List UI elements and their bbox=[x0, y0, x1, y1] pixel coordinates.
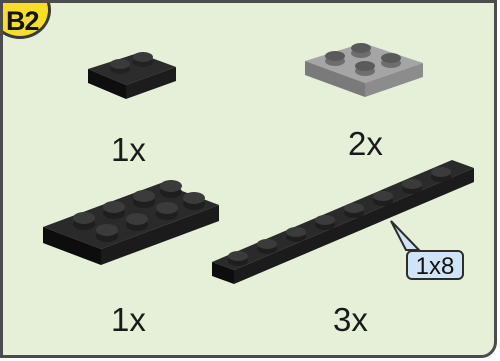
plate-2x2-gray-image bbox=[301, 31, 431, 106]
quantity-plate-1x2: 1x bbox=[111, 131, 146, 169]
plate-1x2-black-image bbox=[83, 43, 183, 103]
quantity-plate-1x8: 3x bbox=[333, 301, 368, 339]
quantity-plate-2x4: 1x bbox=[111, 301, 146, 339]
size-tag-1x8: 1x8 bbox=[406, 250, 464, 280]
size-tag-label: 1x8 bbox=[408, 253, 462, 281]
step-badge-label: B2 bbox=[6, 6, 39, 37]
plate-2x4-black-image bbox=[39, 175, 229, 275]
step-badge: B2 bbox=[0, 0, 51, 39]
